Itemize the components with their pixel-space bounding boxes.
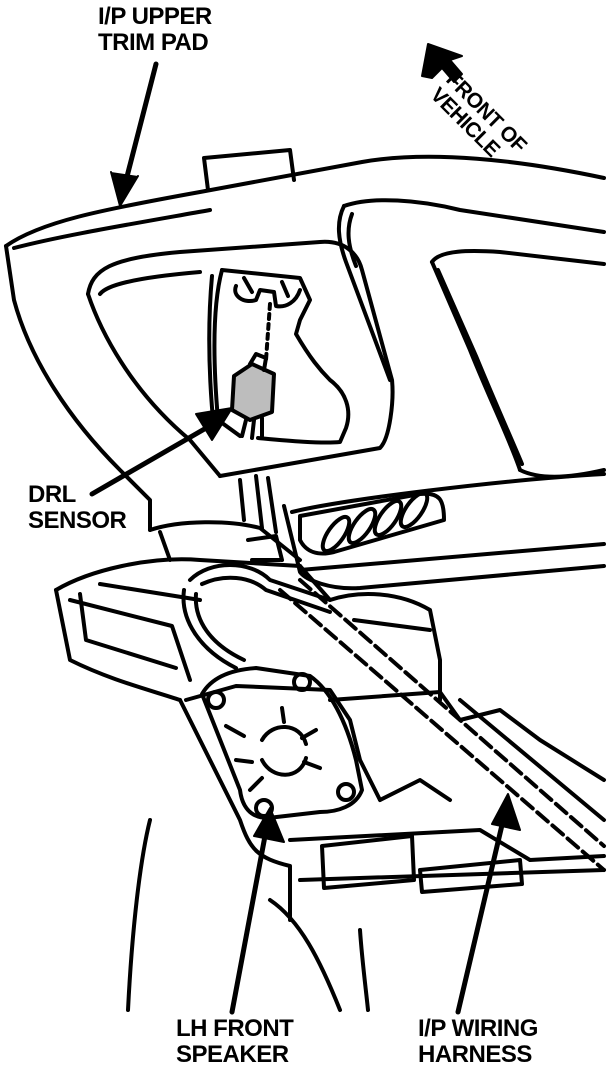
label-drl-sensor: DRL SENSOR	[28, 481, 127, 534]
speaker-arrowhead-icon	[253, 807, 285, 843]
label-line: TRIM PAD	[98, 29, 209, 56]
speaker-leader	[229, 817, 271, 1015]
harness-arrowhead-icon	[491, 793, 521, 831]
label-line: I/P WIRING	[418, 1015, 538, 1042]
harness-leader	[455, 805, 509, 1015]
label-line: HARNESS	[418, 1041, 532, 1068]
trim-pad-arrowhead-icon	[110, 171, 139, 207]
upper-trim-pad	[4, 148, 606, 532]
label-ip-upper-trim-pad: I/P UPPER TRIM PAD	[98, 4, 212, 56]
drl-sensor-bracket	[212, 268, 351, 445]
trim-pad-leader	[119, 61, 159, 199]
gauge-opening	[86, 239, 395, 478]
label-line: LH FRONT	[176, 1015, 294, 1042]
lower-panel	[54, 557, 606, 1012]
column-shroud	[148, 472, 606, 591]
drl-sensor	[230, 352, 276, 440]
label-line: DRL	[28, 481, 76, 508]
front-arrow-icon	[421, 43, 463, 83]
drl-sensor-leader	[89, 417, 223, 497]
center-vent	[298, 490, 446, 556]
lh-front-speaker-body	[200, 666, 364, 820]
label-lh-front-speaker: LH FRONT SPEAKER	[176, 1015, 294, 1068]
speaker-wiring	[181, 563, 332, 670]
drl-sensor-arrowhead-icon	[195, 407, 233, 441]
label-line: I/P UPPER	[98, 3, 212, 30]
callout-leaders	[89, 61, 521, 1015]
label-line: SPEAKER	[176, 1041, 289, 1068]
label-line: SENSOR	[28, 507, 127, 534]
label-ip-wiring-harness: I/P WIRING HARNESS	[418, 1016, 538, 1068]
ip-wiring-harness	[278, 578, 606, 872]
